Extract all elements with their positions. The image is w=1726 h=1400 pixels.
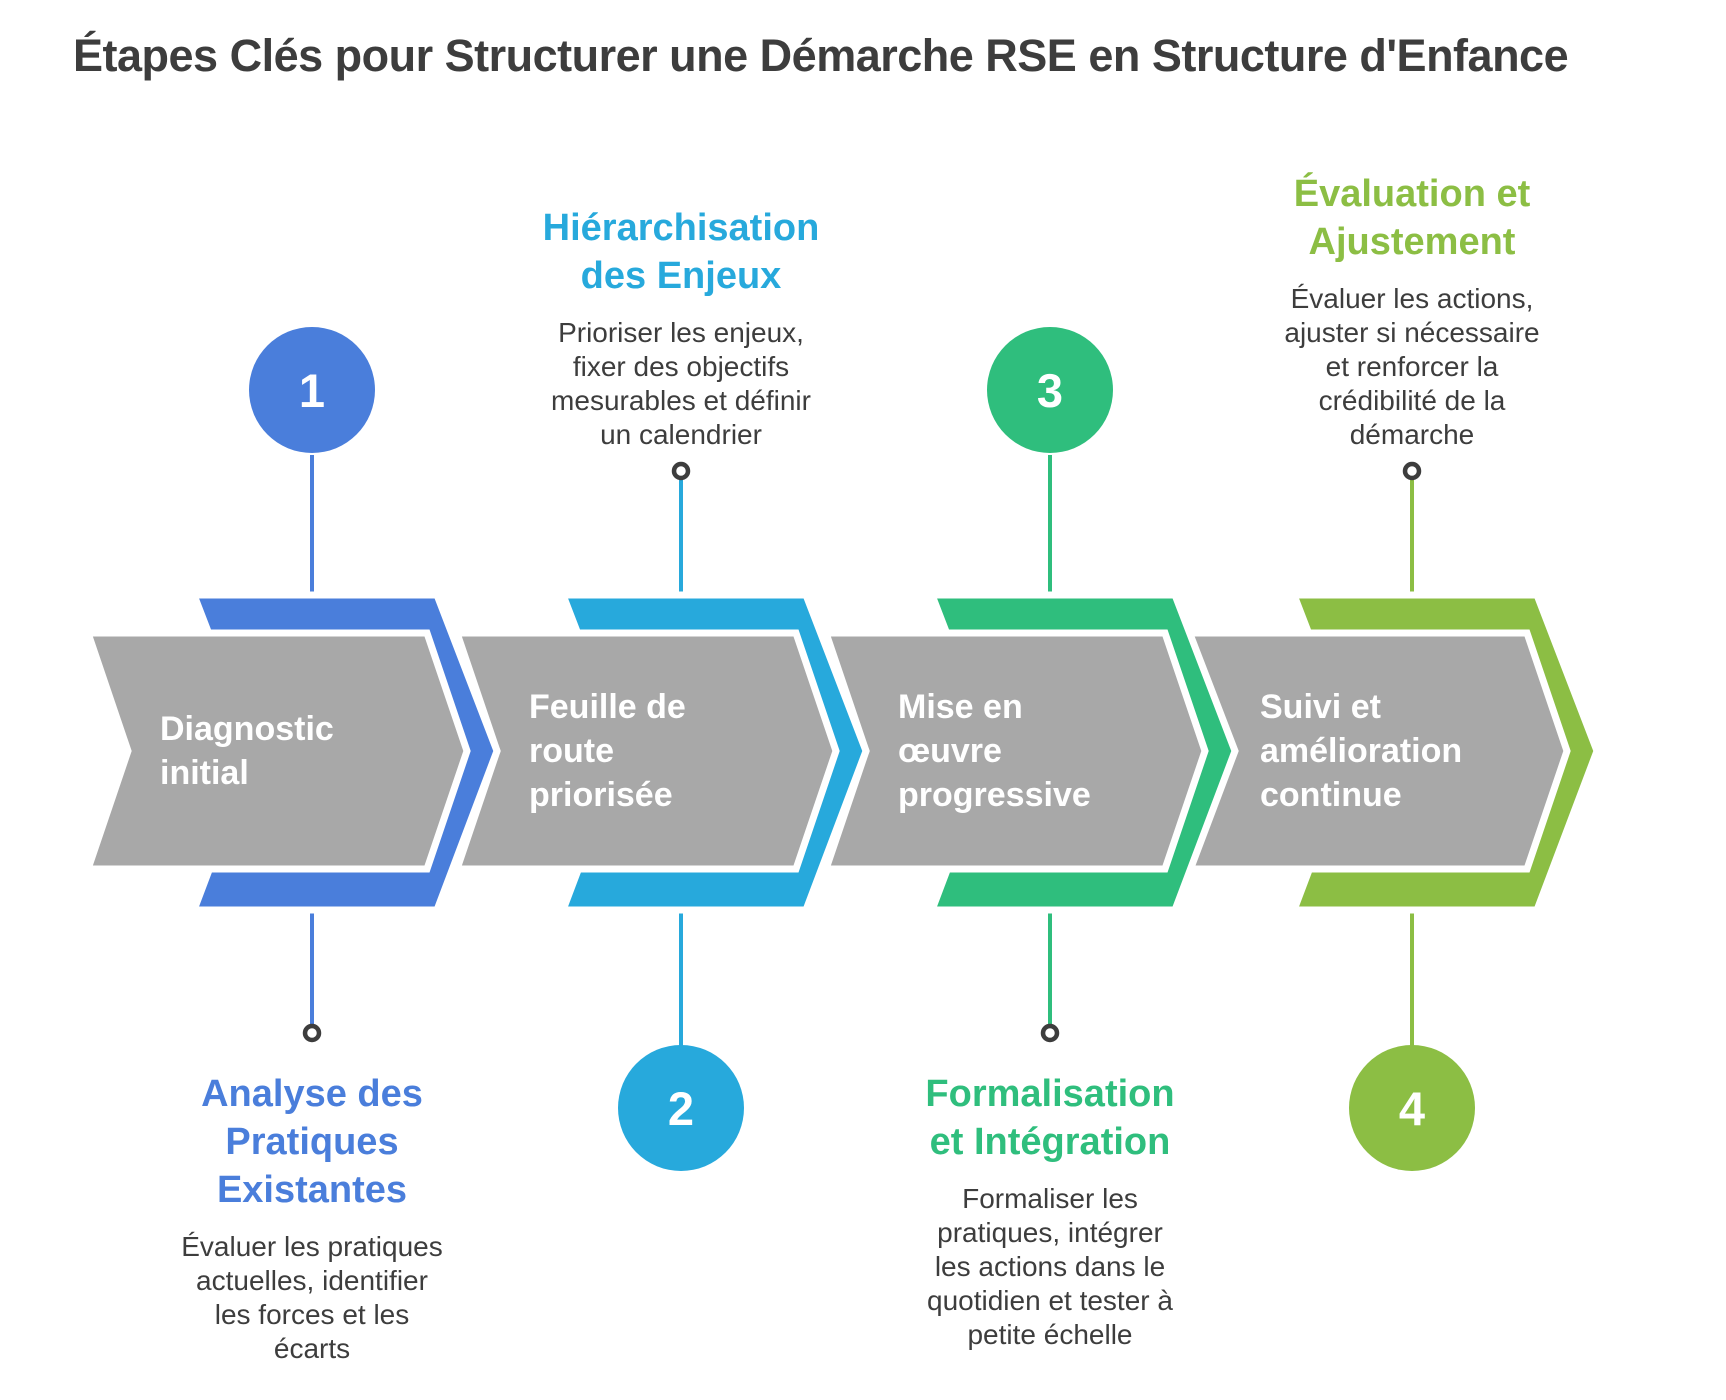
connector-dot <box>302 1023 322 1043</box>
callout-step-2: Hiérarchisation des Enjeux Prioriser les… <box>511 204 851 452</box>
step-number-1: 1 <box>298 363 326 417</box>
callout-step-1: Analyse des Pratiques Existantes Évaluer… <box>142 1070 482 1366</box>
callout-step-4: Évaluation et Ajustement Évaluer les act… <box>1242 170 1582 452</box>
step-circle-4 <box>1349 1045 1475 1171</box>
connector-dot <box>1040 1023 1060 1043</box>
arrow-label-3: Mise en œuvre progressive <box>898 688 1091 814</box>
callout-text-3: Formaliser les pratiques, intégrer les a… <box>927 1183 1173 1350</box>
step-number-2: 2 <box>667 1081 695 1135</box>
callout-title-4: Évaluation et Ajustement <box>1293 173 1531 263</box>
arrow-label-2: Feuille de route priorisée <box>529 688 686 814</box>
page-title: Étapes Clés pour Structurer une Démarche… <box>73 30 1569 81</box>
step-number-4: 4 <box>1398 1081 1426 1135</box>
callout-text-4: Évaluer les actions, ajuster si nécessai… <box>1284 283 1540 450</box>
callout-text-1: Évaluer les pratiques actuelles, identif… <box>181 1231 443 1364</box>
callout-text-2: Prioriser les enjeux, fixer des objectif… <box>551 317 811 450</box>
arrow-label-4: Suivi et amélioration continue <box>1260 688 1463 814</box>
connector-dot <box>671 461 691 481</box>
step-circle-1 <box>249 327 375 453</box>
callout-title-2: Hiérarchisation des Enjeux <box>542 207 820 297</box>
step-circle-2 <box>618 1045 744 1171</box>
callout-title-1: Analyse des Pratiques Existantes <box>201 1073 423 1211</box>
callout-title-3: Formalisation et Intégration <box>925 1073 1175 1163</box>
step-circle-3 <box>987 327 1113 453</box>
step-number-3: 3 <box>1036 363 1064 417</box>
chevron-arrow-1 <box>83 629 471 873</box>
connector-dot <box>1402 461 1422 481</box>
arrow-label-1: Diagnostic initial <box>160 710 334 792</box>
callout-step-3: Formalisation et Intégration Formaliser … <box>880 1070 1220 1352</box>
